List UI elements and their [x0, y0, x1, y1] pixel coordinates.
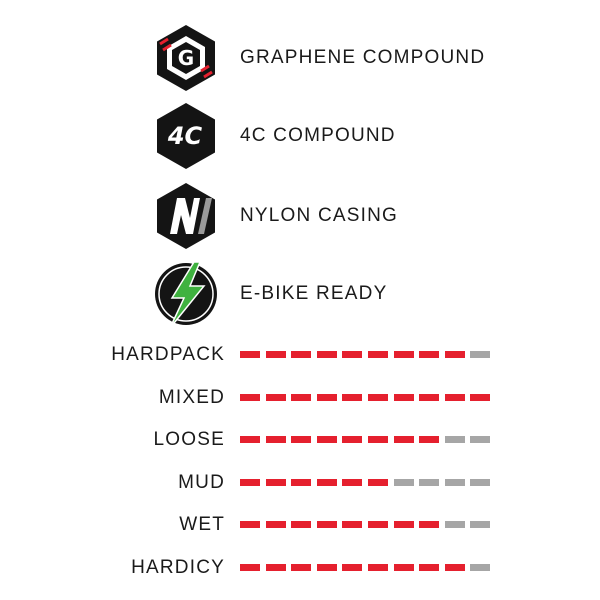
rating-segment-filled: [291, 351, 312, 358]
feature-ebike: E-BIKE READY: [150, 258, 570, 330]
rating-bar: [240, 521, 500, 529]
rating-row-mud: MUD: [0, 468, 600, 498]
rating-bar: [240, 564, 500, 572]
rating-segment-filled: [342, 521, 363, 529]
rating-segment-filled: [291, 521, 312, 529]
rating-segment-empty: [444, 436, 465, 444]
lightning-bolt-icon: [150, 258, 222, 330]
rating-segment-empty: [470, 436, 491, 444]
rating-segment-filled: [265, 478, 286, 486]
rating-segment-filled: [265, 564, 286, 571]
rating-segment-empty: [444, 521, 465, 529]
rating-segment-filled: [265, 521, 286, 529]
rating-segment-filled: [316, 393, 337, 401]
rating-label: HARDPACK: [111, 344, 225, 365]
rating-segment-filled: [291, 436, 312, 444]
graphene-g-icon: G: [150, 22, 222, 94]
feature-4c: 4C 4C COMPOUND: [150, 100, 570, 172]
rating-label: WET: [179, 514, 225, 536]
rating-segment-filled: [419, 521, 440, 529]
rating-segment-filled: [342, 351, 363, 358]
rating-segment-filled: [316, 564, 337, 571]
rating-segment-empty: [470, 564, 491, 571]
rating-segment-filled: [444, 393, 465, 401]
rating-segment-filled: [240, 393, 260, 401]
rating-bar: [240, 393, 500, 402]
rating-segment-filled: [265, 393, 286, 401]
rating-segment-empty: [470, 478, 491, 486]
feature-label-ebike: E-BIKE READY: [240, 283, 388, 304]
rating-segment-filled: [393, 393, 414, 401]
feature-label-4c: 4C COMPOUND: [240, 125, 396, 146]
rating-segment-filled: [444, 351, 465, 358]
rating-segment-filled: [368, 478, 388, 486]
rating-segment-filled: [368, 564, 388, 571]
rating-label: MUD: [178, 471, 225, 493]
rating-segment-filled: [240, 564, 260, 571]
rating-segment-filled: [291, 393, 312, 401]
rating-bar: [240, 351, 500, 359]
rating-label: MIXED: [158, 386, 225, 408]
rating-segment-empty: [470, 521, 491, 529]
rating-segment-filled: [419, 351, 440, 358]
rating-segment-empty: [419, 478, 440, 486]
rating-segment-filled: [342, 478, 363, 486]
rating-row-hardicy: HARDICY: [0, 553, 600, 583]
rating-segment-filled: [419, 393, 440, 401]
rating-segment-empty: [444, 478, 465, 486]
rating-row-wet: WET: [0, 510, 600, 540]
rating-segment-filled: [316, 436, 337, 444]
rating-segment-filled: [393, 521, 414, 529]
rating-segment-filled: [419, 564, 440, 571]
graphene-badge-letter: G: [178, 46, 194, 70]
rating-segment-filled: [470, 393, 491, 401]
rating-segment-filled: [291, 564, 312, 571]
rating-segment-filled: [342, 564, 363, 571]
rating-label: HARDICY: [131, 557, 225, 578]
nylon-n-icon: [150, 180, 222, 252]
rating-segment-filled: [265, 351, 286, 358]
rating-segment-filled: [240, 478, 260, 486]
rating-segment-filled: [240, 351, 260, 358]
rating-row-mixed: MIXED: [0, 383, 600, 413]
rating-segment-filled: [316, 521, 337, 529]
feature-label-graphene: GRAPHENE COMPOUND: [240, 47, 486, 68]
rating-segment-filled: [368, 351, 388, 358]
feature-nylon: NYLON CASING: [150, 180, 570, 252]
rating-segment-filled: [240, 436, 260, 444]
feature-label-nylon: NYLON CASING: [240, 205, 398, 226]
rating-segment-empty: [470, 351, 491, 358]
rating-segment-filled: [342, 436, 363, 444]
rating-segment-filled: [265, 436, 286, 444]
rating-segment-filled: [393, 436, 414, 444]
4c-icon: 4C: [150, 100, 222, 172]
rating-segment-filled: [368, 521, 388, 529]
rating-segment-filled: [419, 436, 440, 444]
4c-badge-text: 4C: [167, 122, 203, 150]
rating-bar: [240, 478, 500, 487]
rating-segment-filled: [316, 351, 337, 358]
rating-row-hardpack: HARDPACK: [0, 340, 600, 370]
rating-segment-filled: [368, 393, 388, 401]
feature-graphene: G GRAPHENE COMPOUND: [150, 22, 570, 94]
rating-bar: [240, 436, 500, 444]
rating-segment-filled: [393, 351, 414, 358]
rating-segment-filled: [368, 436, 388, 444]
rating-segment-filled: [240, 521, 260, 529]
rating-segment-filled: [444, 564, 465, 571]
rating-segment-filled: [316, 478, 337, 486]
rating-segment-filled: [393, 564, 414, 571]
rating-row-loose: LOOSE: [0, 425, 600, 455]
rating-segment-empty: [393, 478, 414, 486]
rating-segment-filled: [291, 478, 312, 486]
rating-segment-filled: [342, 393, 363, 401]
rating-label: LOOSE: [153, 429, 225, 451]
